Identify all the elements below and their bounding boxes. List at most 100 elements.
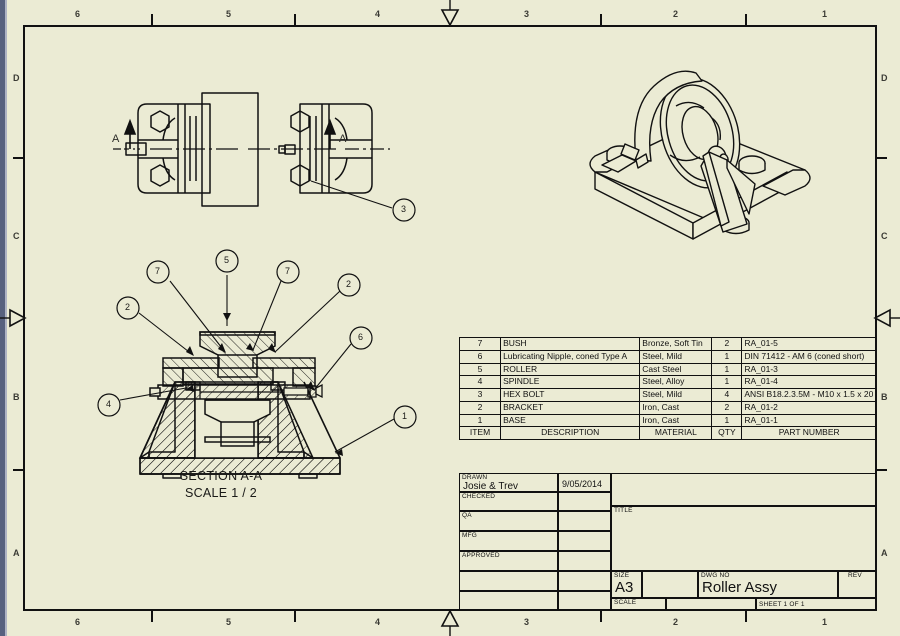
bom-material: Bronze, Soft Tin bbox=[639, 337, 713, 351]
dwg-no-value: Roller Assy bbox=[702, 579, 778, 596]
bom-description: ROLLER bbox=[500, 362, 641, 377]
sheet-cell[interactable]: SHEET 1 OF 1 bbox=[756, 598, 877, 611]
table-row[interactable]: 2 BRACKET Iron, Cast 2 RA_01-2 bbox=[458, 400, 877, 415]
blank-name-cell-1[interactable] bbox=[459, 571, 558, 591]
qa-name-cell[interactable]: QA bbox=[459, 511, 558, 531]
size-cell[interactable]: SIZE A3 bbox=[611, 571, 642, 598]
section-label-a-left: A bbox=[112, 133, 120, 145]
bom-qty: 1 bbox=[711, 375, 743, 390]
bom-qty: 4 bbox=[711, 388, 743, 402]
drawn-date: 9/05/2014 bbox=[562, 479, 603, 489]
scale-value-cell[interactable] bbox=[666, 598, 756, 611]
bom-item: 7 bbox=[458, 337, 502, 351]
zone-label-bottom-2: 2 bbox=[673, 617, 679, 627]
blank-date-cell-1[interactable] bbox=[558, 571, 611, 591]
size-value: A3 bbox=[615, 579, 634, 596]
notes-band bbox=[611, 473, 877, 506]
zone-label-right-a: A bbox=[881, 548, 888, 558]
approved-name-cell[interactable]: APPROVED bbox=[459, 551, 558, 571]
bill-of-materials-table: 7 BUSH Bronze, Soft Tin 2 RA_01-5 6 Lubr… bbox=[458, 337, 877, 441]
zone-label-right-d: D bbox=[881, 73, 888, 83]
table-row[interactable]: 6 Lubricating Nipple, coned Type A Steel… bbox=[458, 349, 877, 364]
zone-label-top-1: 1 bbox=[822, 9, 828, 19]
qa-date-cell[interactable] bbox=[558, 511, 611, 531]
bom-material: Steel, Mild bbox=[639, 388, 713, 402]
checked-label: CHECKED bbox=[462, 493, 496, 500]
checked-name-cell[interactable]: CHECKED bbox=[459, 492, 558, 511]
bom-part-number: RA_01-3 bbox=[741, 362, 877, 377]
table-row[interactable]: 7 BUSH Bronze, Soft Tin 2 RA_01-5 bbox=[458, 337, 877, 351]
zone-tick-bottom-1 bbox=[151, 611, 153, 622]
bom-part-number: RA_01-4 bbox=[741, 375, 877, 390]
zone-tick-bottom-3 bbox=[600, 611, 602, 622]
zone-tick-bottom-2 bbox=[294, 611, 296, 622]
zone-label-left-b: B bbox=[13, 392, 20, 402]
zone-label-bottom-4: 4 bbox=[375, 617, 381, 627]
qa-label: QA bbox=[462, 512, 472, 519]
balloon-4: 4 bbox=[106, 399, 112, 409]
dwg-no-label: DWG NO bbox=[701, 572, 730, 579]
drawn-date-cell[interactable]: 9/05/2014 bbox=[558, 473, 611, 492]
zone-tick-top-3 bbox=[600, 14, 602, 25]
balloon-2-left: 2 bbox=[125, 302, 131, 312]
bom-item: 4 bbox=[458, 375, 502, 390]
zone-label-top-4: 4 bbox=[375, 9, 381, 19]
bom-qty: 1 bbox=[711, 413, 743, 428]
balloon-6: 6 bbox=[358, 332, 364, 342]
scale-label: SCALE bbox=[614, 599, 637, 606]
zone-label-top-2: 2 bbox=[673, 9, 679, 19]
bom-col-material: MATERIAL bbox=[639, 426, 713, 441]
balloon-3-plan: 3 bbox=[401, 204, 407, 214]
approved-date-cell[interactable] bbox=[558, 551, 611, 571]
zone-tick-top-4 bbox=[745, 14, 747, 25]
title-cell[interactable]: TITLE bbox=[611, 506, 877, 571]
zone-label-bottom-1: 1 bbox=[822, 617, 828, 627]
bom-description: SPINDLE bbox=[500, 375, 641, 390]
mfg-date-cell[interactable] bbox=[558, 531, 611, 551]
table-row[interactable]: 3 HEX BOLT Steel, Mild 4 ANSI B18.2.3.5M… bbox=[458, 388, 877, 402]
bom-material: Cast Steel bbox=[639, 362, 713, 377]
bom-description: BUSH bbox=[500, 337, 641, 351]
sheet-value: SHEET 1 OF 1 bbox=[759, 601, 805, 608]
title-block: DRAWN Josie & Trev CHECKED QA MFG APPROV… bbox=[459, 473, 877, 611]
rev-cell[interactable]: REV bbox=[838, 571, 877, 598]
balloon-1: 1 bbox=[402, 411, 408, 421]
zone-tick-top-1 bbox=[151, 14, 153, 25]
mfg-label: MFG bbox=[462, 532, 478, 539]
bom-qty: 2 bbox=[711, 337, 743, 351]
table-row[interactable]: 1 BASE Iron, Cast 1 RA_01-1 bbox=[458, 413, 877, 428]
blank-name-cell-2[interactable] bbox=[459, 591, 558, 611]
zone-label-left-d: D bbox=[13, 73, 20, 83]
approved-label: APPROVED bbox=[462, 552, 500, 559]
size-label: SIZE bbox=[614, 572, 630, 579]
bom-col-item: ITEM bbox=[458, 426, 502, 441]
zone-label-left-c: C bbox=[13, 231, 20, 241]
bom-col-description: DESCRIPTION bbox=[500, 426, 641, 441]
bom-qty: 1 bbox=[711, 349, 743, 364]
bom-description: BASE bbox=[500, 413, 641, 428]
zone-label-right-b: B bbox=[881, 392, 888, 402]
bom-part-number: RA_01-5 bbox=[741, 337, 877, 351]
zone-tick-right-1 bbox=[876, 157, 887, 159]
drawn-name-cell[interactable]: DRAWN Josie & Trev bbox=[459, 473, 558, 492]
checked-date-cell[interactable] bbox=[558, 492, 611, 511]
dwg-no-cell[interactable]: DWG NO Roller Assy bbox=[698, 571, 838, 598]
bom-qty: 1 bbox=[711, 362, 743, 377]
bom-description: HEX BOLT bbox=[500, 388, 641, 402]
bom-material: Iron, Cast bbox=[639, 413, 713, 428]
balloon-2-right: 2 bbox=[346, 279, 352, 289]
bom-description: BRACKET bbox=[500, 400, 641, 415]
scale-cell[interactable]: SCALE bbox=[611, 598, 666, 611]
section-view-scale: SCALE 1 / 2 bbox=[184, 486, 258, 500]
zone-tick-left-2 bbox=[13, 469, 24, 471]
table-row[interactable]: 5 ROLLER Cast Steel 1 RA_01-3 bbox=[458, 362, 877, 377]
table-row[interactable]: 4 SPINDLE Steel, Alloy 1 RA_01-4 bbox=[458, 375, 877, 390]
code-cell[interactable] bbox=[642, 571, 698, 598]
bom-col-qty: QTY bbox=[711, 426, 743, 441]
mfg-name-cell[interactable]: MFG bbox=[459, 531, 558, 551]
section-label-a-right: A bbox=[339, 133, 347, 145]
bom-item: 3 bbox=[458, 388, 502, 402]
balloon-7-left: 7 bbox=[155, 266, 161, 276]
blank-date-cell-2[interactable] bbox=[558, 591, 611, 611]
